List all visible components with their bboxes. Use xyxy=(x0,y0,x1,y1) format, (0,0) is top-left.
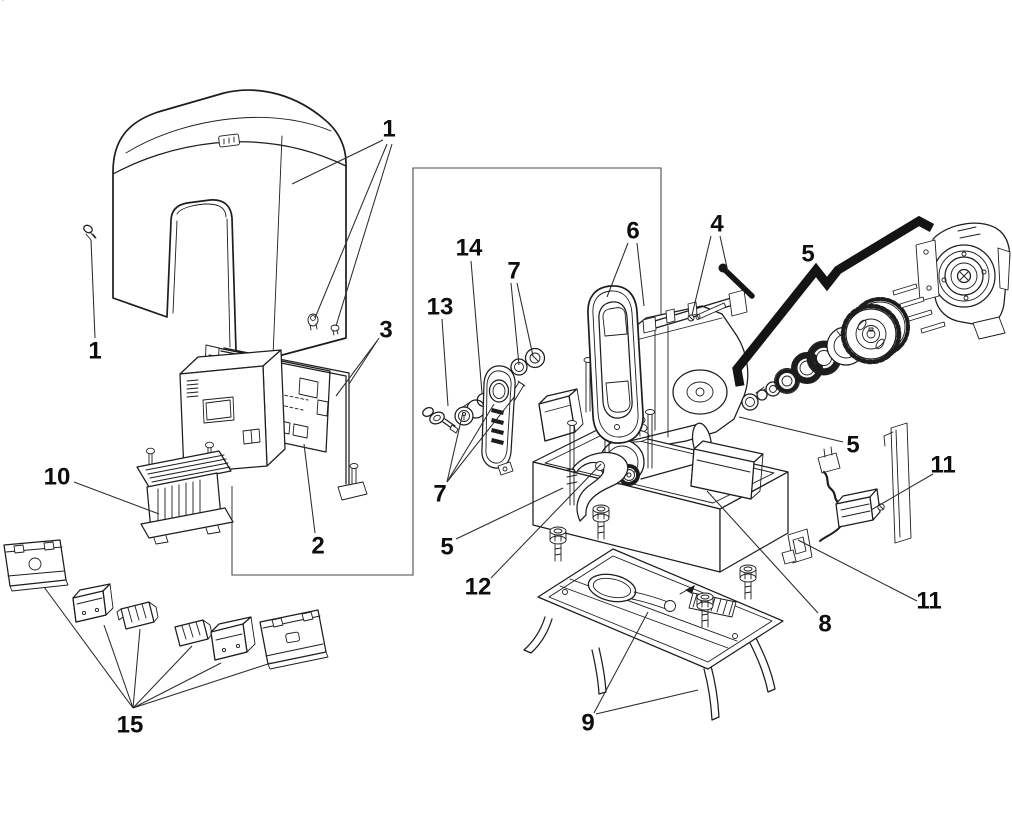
motor-end-bell xyxy=(915,222,1011,340)
part-number-label: 4 xyxy=(710,211,724,238)
part-number-label: 3 xyxy=(379,317,392,344)
leader-line xyxy=(455,487,564,540)
fixing-screws-4 xyxy=(687,263,755,322)
leader-line xyxy=(593,611,649,714)
side-guide-panel xyxy=(883,422,912,544)
part-number-label: 9 xyxy=(581,710,594,737)
magnet-holder-box xyxy=(72,583,114,623)
leader-line xyxy=(335,340,378,397)
part-number-label: 6 xyxy=(626,218,639,245)
leader-line xyxy=(738,416,844,443)
cover-screw-boss xyxy=(307,313,340,336)
leader-line xyxy=(691,235,712,316)
leader-line xyxy=(103,624,134,709)
leader-line xyxy=(606,242,629,298)
clutch-gear-assembly xyxy=(741,297,910,411)
leader-line xyxy=(132,662,222,709)
control-board-assembly xyxy=(179,344,368,501)
part-number-label: 13 xyxy=(427,294,454,321)
part-number-label: 11 xyxy=(930,452,955,479)
lock-cylinder xyxy=(454,399,486,426)
part-number-label: 15 xyxy=(117,712,144,739)
alignment-pins xyxy=(892,283,946,334)
foundation-plate xyxy=(2,0,784,721)
leader-line xyxy=(43,586,134,709)
part-number-label: 1 xyxy=(88,338,101,365)
leader-line xyxy=(132,662,272,709)
leader-line xyxy=(291,139,384,185)
part-number-label: 14 xyxy=(456,235,483,262)
release-cover-plate xyxy=(481,365,526,476)
leader-line xyxy=(595,689,699,715)
cover-logo-emblem xyxy=(218,133,240,148)
part-number-label: 10 xyxy=(44,464,71,491)
part-number-label: 8 xyxy=(818,611,831,638)
leader-line xyxy=(303,443,316,534)
leader-line xyxy=(516,282,534,357)
magnet-holder-box xyxy=(210,616,256,661)
switch-bracket xyxy=(781,528,813,565)
leader-line xyxy=(636,242,645,307)
leader-line xyxy=(490,463,602,579)
limit-magnet-plates xyxy=(3,539,329,670)
assembly-group-box xyxy=(231,167,662,576)
leader-line xyxy=(870,473,934,511)
part-number-label: 5 xyxy=(440,534,453,561)
transformer xyxy=(136,441,234,545)
leader-line xyxy=(446,411,464,483)
leader-line xyxy=(470,260,483,394)
leader-line xyxy=(446,403,495,483)
release-key xyxy=(422,407,459,434)
release-handle xyxy=(587,285,644,444)
leader-line xyxy=(797,539,918,602)
leader-line xyxy=(335,143,393,327)
capacitor-cover-left xyxy=(538,388,584,442)
gearbox-housing xyxy=(583,289,749,447)
magnet-slider xyxy=(116,601,159,630)
leader-line xyxy=(132,645,193,709)
leader-line xyxy=(510,282,520,366)
fixing-screw xyxy=(83,224,97,241)
board-enclosure xyxy=(179,349,286,474)
capacitor-cover-right xyxy=(690,440,764,500)
leader-line xyxy=(348,337,380,385)
part-number-label: 7 xyxy=(433,481,446,508)
magnet-plate-long xyxy=(259,609,329,670)
lock-barrel xyxy=(510,347,546,376)
part-number-label: 7 xyxy=(507,258,520,285)
leader-line xyxy=(446,395,516,483)
part5-zigzag-bracket xyxy=(732,215,935,387)
leader-line xyxy=(314,143,388,319)
part-number-label: 5 xyxy=(801,241,814,268)
part-number-label: 11 xyxy=(916,588,941,615)
magnet-slider xyxy=(174,619,213,647)
wire-harness xyxy=(817,446,885,542)
part-number-label: 2 xyxy=(311,533,324,560)
part-number-label: 1 xyxy=(382,116,395,143)
leader-line xyxy=(441,318,449,407)
leader-line xyxy=(719,235,729,273)
part-number-label: 12 xyxy=(465,574,492,601)
leader-line xyxy=(706,490,819,614)
leader-line xyxy=(132,628,141,709)
leader-line xyxy=(90,239,96,339)
cover-hood xyxy=(112,89,347,359)
part-number-label: 5 xyxy=(846,432,859,459)
release-lever xyxy=(572,451,629,522)
leader-line xyxy=(73,481,160,515)
magnet-plate-long xyxy=(3,539,69,592)
chassis-base xyxy=(532,427,789,573)
